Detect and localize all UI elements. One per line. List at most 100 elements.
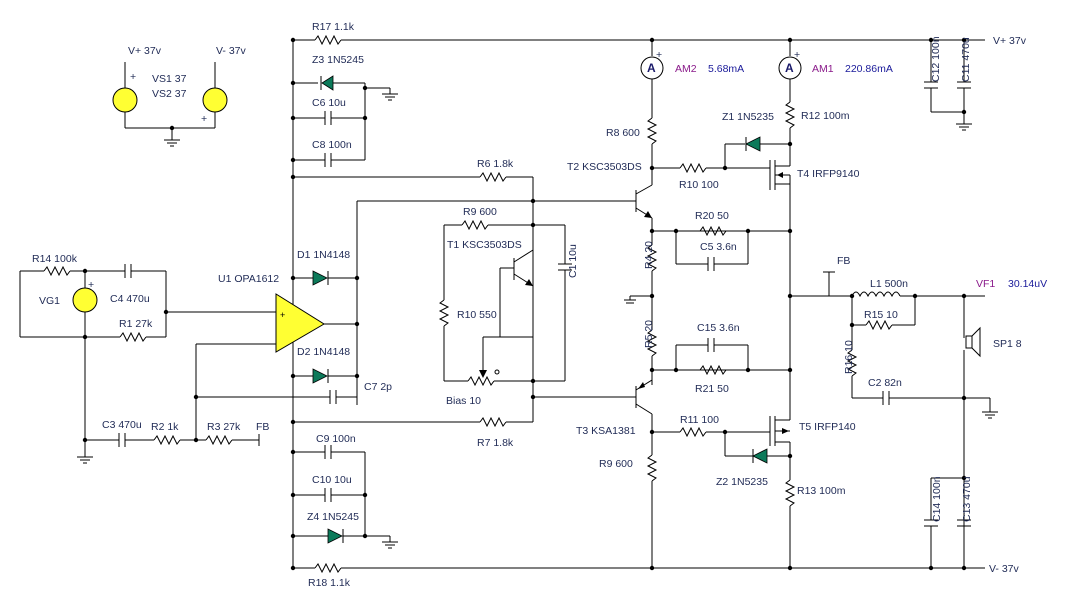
fb-left-label: FB	[256, 421, 269, 433]
r4-resistor	[646, 244, 658, 272]
vf1-label: VF1	[976, 278, 995, 290]
vs1-plus: +	[130, 71, 136, 83]
c14-label: C14 100n	[931, 476, 943, 522]
r6-resistor	[479, 171, 507, 183]
r10-550-resistor	[438, 299, 450, 327]
t1-label: T1 KSC3503DS	[447, 239, 522, 251]
negative-rail	[293, 562, 975, 574]
c6-capacitor	[293, 111, 365, 125]
u1-label: U1 OPA1612	[218, 273, 279, 285]
c2-label: C2 82n	[868, 377, 902, 389]
am1-plus: +	[794, 49, 800, 61]
c4-label: C4 470u	[110, 293, 150, 305]
r13-resistor	[784, 479, 796, 507]
r8-resistor	[646, 117, 658, 145]
vminus-source-label: V- 37v	[216, 45, 247, 57]
r11-resistor	[679, 426, 707, 438]
r16-label: R16 10	[843, 340, 855, 374]
bias-potentiometer	[444, 337, 533, 387]
am2-plus: +	[656, 49, 662, 61]
r9-top-resistor	[461, 219, 489, 231]
r17-label: R17 1.1k	[312, 21, 355, 33]
c5-label: C5 3.6n	[700, 241, 737, 253]
r5-label: R5 20	[643, 320, 655, 348]
r2-resistor	[153, 434, 181, 446]
r1-resistor	[119, 331, 147, 343]
vg1-label: VG1	[39, 295, 60, 307]
c12-label: C12 100n	[930, 36, 942, 82]
vplus-source-label: V+ 37v	[128, 45, 162, 57]
r21-resistor	[699, 364, 727, 376]
r18-label: R18 1.1k	[308, 577, 351, 589]
sp1-label: SP1 8	[993, 338, 1022, 350]
r1-label: R1 27k	[119, 318, 153, 330]
c7-label: C7 2p	[364, 381, 392, 393]
am1-value: 220.86mA	[845, 63, 893, 75]
r20-resistor	[699, 225, 727, 237]
r8-label: R8 600	[606, 127, 640, 139]
vs1-source	[112, 62, 215, 147]
svg-text:+: +	[280, 310, 285, 320]
am1-glyph: A	[785, 61, 794, 75]
z2-label: Z2 1N5235	[716, 476, 768, 488]
r9-top-label: R9 600	[463, 206, 497, 218]
r21-label: R21 50	[695, 383, 729, 395]
z3-label: Z3 1N5245	[312, 54, 364, 66]
t4-label: T4 IRFP9140	[797, 168, 860, 180]
c9-label: C9 100n	[316, 433, 356, 445]
z4-zener	[293, 452, 398, 549]
c11-label: C11 470u	[960, 37, 972, 82]
t4-mosfet	[769, 160, 791, 190]
l1-label: L1 500n	[870, 278, 908, 290]
t3-label: T3 KSA1381	[576, 425, 636, 437]
c13-label: C13 470u	[961, 476, 973, 522]
c10-capacitor	[293, 488, 365, 502]
r7-label: R7 1.8k	[477, 437, 514, 449]
c8-capacitor	[293, 153, 365, 167]
r3-resistor	[205, 434, 233, 446]
r7-resistor	[479, 416, 507, 428]
bias-label: Bias 10	[446, 395, 481, 407]
z1-label: Z1 1N5235	[722, 111, 774, 123]
u1-opamp: +	[166, 293, 357, 353]
r15-resistor	[865, 319, 893, 331]
junction-dots	[82, 37, 967, 571]
t5-label: T5 IRFP140	[799, 421, 856, 433]
am2-value: 5.68mA	[708, 63, 744, 75]
r14-resistor	[43, 265, 71, 277]
r9-bottom-label: R9 600	[599, 458, 633, 470]
positive-rail	[293, 34, 975, 46]
r16-resistor	[846, 349, 858, 377]
d1-label: D1 1N4148	[297, 249, 350, 261]
vs2-label: VS2 37	[152, 88, 187, 100]
vf1-value: 30.14uV	[1008, 278, 1047, 290]
t2-label: T2 KSC3503DS	[567, 161, 642, 173]
am1-label: AM1	[812, 63, 834, 75]
vg1-plus: +	[88, 279, 94, 291]
r15-label: R15 10	[864, 309, 898, 321]
r10-100-label: R10 100	[679, 179, 719, 191]
r13-label: R13 100m	[797, 485, 846, 497]
r2-label: R2 1k	[151, 421, 179, 433]
d2-diode	[293, 368, 357, 384]
vg1-generator	[72, 287, 98, 313]
am2-label: AM2	[675, 63, 697, 75]
z1-zener	[745, 136, 761, 152]
vplus-rail-label: V+ 37v	[993, 35, 1027, 47]
vs2-source	[202, 62, 228, 128]
c1-label: C1 10u	[567, 244, 579, 278]
c10-label: C10 10u	[312, 474, 352, 486]
r12-resistor	[784, 101, 796, 129]
r6-label: R6 1.8k	[477, 158, 514, 170]
z2-zener	[752, 448, 768, 464]
t5-mosfet	[769, 416, 790, 446]
r4-label: R4 20	[643, 241, 655, 269]
r11-label: R11 100	[680, 414, 719, 426]
sp1-speaker	[965, 335, 973, 349]
vs1-label: VS1 37	[152, 73, 187, 85]
r20-label: R20 50	[695, 210, 729, 222]
z3-zener	[293, 75, 398, 160]
r10-550-label: R10 550	[457, 309, 497, 321]
t3-transistor	[635, 379, 653, 415]
